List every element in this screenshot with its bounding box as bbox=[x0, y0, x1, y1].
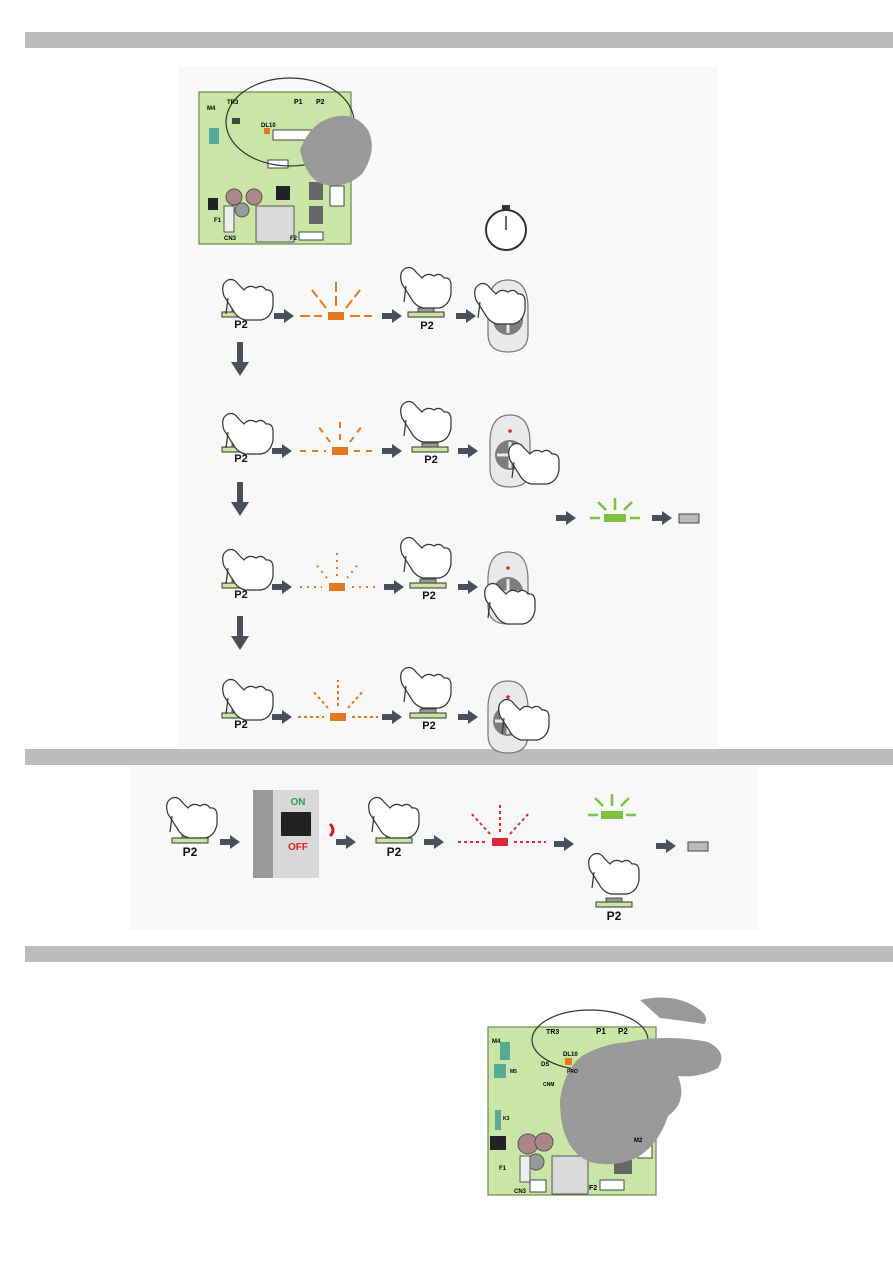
board-label-m2: M2 bbox=[634, 1138, 643, 1144]
p2-label: P2 bbox=[422, 720, 436, 732]
board-label-f1-2: F1 bbox=[499, 1166, 507, 1172]
board-label-f1: F1 bbox=[214, 218, 222, 224]
board-label-dl10-2: DL10 bbox=[563, 1052, 578, 1058]
control-board-top: M4 TR3 P1 P2 DL10 F1 CN3 F2 bbox=[198, 77, 372, 245]
board-label-p2: P2 bbox=[316, 99, 325, 106]
board-label-p2-2: P2 bbox=[618, 1027, 628, 1036]
board-label-ds: DS bbox=[541, 1062, 549, 1068]
board-label-p1-2: P1 bbox=[596, 1027, 606, 1036]
p2-label: P2 bbox=[424, 454, 438, 466]
p2-label: P2 bbox=[182, 845, 198, 859]
section-bar-2 bbox=[25, 749, 893, 765]
step-row-2 bbox=[221, 400, 560, 489]
board-label-m4-2: M4 bbox=[492, 1039, 501, 1045]
board-label-m5: M5 bbox=[510, 1069, 517, 1075]
p2-label: P2 bbox=[234, 453, 248, 465]
p2-label: P2 bbox=[386, 845, 402, 859]
board-label-k3: K3 bbox=[503, 1116, 510, 1122]
board-label-dl10: DL10 bbox=[261, 123, 276, 129]
reset-sequence bbox=[166, 790, 709, 908]
p2-label: P2 bbox=[234, 719, 248, 731]
board-label-cn3: CN3 bbox=[224, 236, 237, 242]
power-switch-icon bbox=[253, 790, 335, 878]
p2-label: P2 bbox=[234, 319, 248, 331]
board-label-tr3: TR3 bbox=[227, 100, 239, 106]
step-row-4 bbox=[221, 666, 550, 755]
p2-label: P2 bbox=[234, 589, 248, 601]
board-label-tr3-2: TR3 bbox=[546, 1029, 559, 1036]
board-label-p1: P1 bbox=[294, 99, 303, 106]
switch-on-label: ON bbox=[290, 797, 306, 808]
section-bar-3 bbox=[25, 946, 893, 962]
p2-label: P2 bbox=[420, 320, 434, 332]
result-green-led bbox=[556, 498, 700, 525]
board-label-cnm: CNM bbox=[543, 1082, 554, 1088]
panel-reset bbox=[130, 766, 758, 930]
board-label-pro: PRO bbox=[567, 1069, 578, 1075]
arrow-down-icon bbox=[231, 342, 249, 376]
p2-label: P2 bbox=[606, 909, 622, 923]
stopwatch-icon bbox=[485, 205, 527, 251]
board-label-m4: M4 bbox=[207, 106, 216, 112]
section-bar-1 bbox=[25, 32, 893, 48]
step-row-3 bbox=[221, 536, 536, 626]
p2-label: P2 bbox=[422, 590, 436, 602]
board-label-f2-2: F2 bbox=[589, 1185, 597, 1192]
control-board-bottom: M4 TR3 P1 P2 DL10 DS M5 CNM PRO K3 F1 CN… bbox=[487, 997, 722, 1196]
switch-off-label: OFF bbox=[288, 842, 308, 853]
board-label-f2: F2 bbox=[290, 236, 298, 242]
step-row-1 bbox=[221, 266, 530, 354]
blink-led-icon bbox=[300, 282, 372, 320]
board-label-cn3-2: CN3 bbox=[514, 1189, 527, 1195]
